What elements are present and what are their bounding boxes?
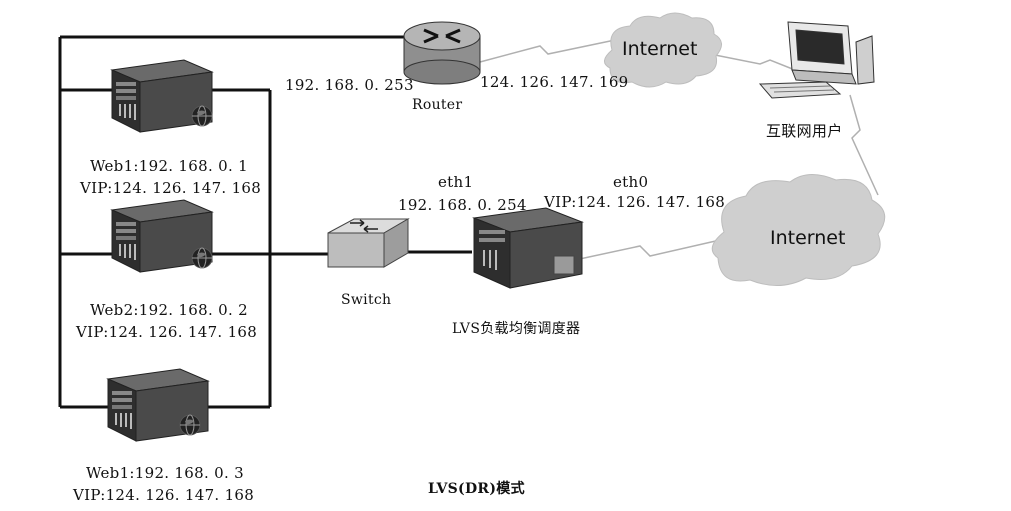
- server3-ip: Web1:192. 168. 0. 3: [86, 464, 244, 482]
- lvs-eth0-vip: VIP:124. 126. 147. 168: [544, 193, 726, 211]
- server2-vip: VIP:124. 126. 147. 168: [76, 323, 258, 341]
- wan-links: [479, 39, 879, 261]
- internet-top-label: Internet: [622, 38, 698, 60]
- server1-ip: Web1:192. 168. 0. 1: [90, 157, 248, 175]
- web1-server-icon: [111, 59, 213, 133]
- router-lan-ip: 192. 168. 0. 253: [285, 76, 414, 94]
- internet-cloud-bottom: [711, 174, 886, 286]
- router-label: Router: [412, 97, 463, 113]
- internet-user-computer-icon: [758, 21, 875, 99]
- lvs-server-icon: [472, 207, 584, 289]
- server1-vip: VIP:124. 126. 147. 168: [80, 179, 262, 197]
- lvs-eth1-label: eth1: [438, 173, 474, 191]
- router-icon: [403, 21, 481, 85]
- lvs-label: LVS负载均衡调度器: [452, 321, 581, 337]
- internet-bottom-label: Internet: [770, 227, 846, 249]
- router-wan-ip: 124. 126. 147. 169: [480, 73, 629, 91]
- lvs-eth0-label: eth0: [613, 173, 649, 191]
- server3-vip: VIP:124. 126. 147. 168: [73, 486, 255, 504]
- switch-label: Switch: [341, 292, 392, 308]
- web3-server-icon: [107, 368, 209, 442]
- web2-server-icon: [111, 199, 213, 273]
- server2-ip: Web2:192. 168. 0. 2: [90, 301, 248, 319]
- internet-cloud-top: [604, 12, 722, 88]
- lvs-eth1-ip: 192. 168. 0. 254: [398, 196, 527, 214]
- diagram-caption: LVS(DR)模式: [428, 481, 525, 497]
- internet-user-label: 互联网用户: [766, 122, 843, 140]
- switch-icon: [327, 218, 410, 268]
